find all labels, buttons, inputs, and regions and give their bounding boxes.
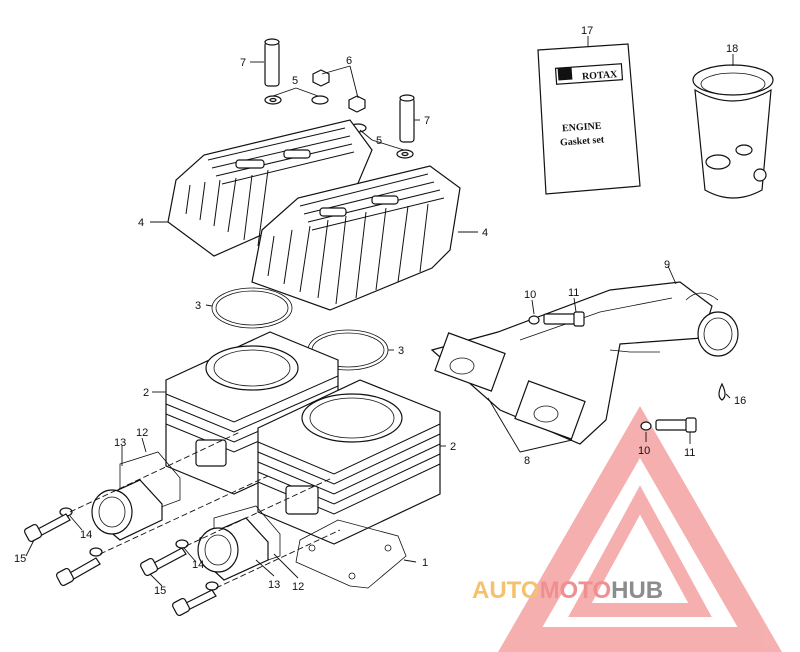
cylinder-right bbox=[257, 379, 441, 545]
callout-13a: 13 bbox=[114, 437, 126, 449]
sealant-drop bbox=[718, 382, 726, 401]
callout-labels: 1 2 2 3 3 4 4 5 5 6 7 7 8 9 10 10 11 11 … bbox=[14, 25, 746, 597]
callout-10a: 10 bbox=[524, 289, 536, 301]
callout-11a: 11 bbox=[568, 287, 579, 299]
watermark-logo-mark bbox=[498, 405, 782, 652]
callout-12a: 12 bbox=[136, 427, 148, 439]
callout-3a: 3 bbox=[195, 300, 201, 312]
callout-18: 18 bbox=[726, 43, 738, 55]
manifold-fasteners bbox=[528, 311, 697, 433]
intake-socket-left bbox=[91, 479, 163, 541]
watermark-moto: MOTO bbox=[540, 577, 612, 604]
callout-13b: 13 bbox=[268, 579, 280, 591]
callout-14b: 14 bbox=[192, 559, 204, 571]
gasket-set-book: ROTAX ENGINE Gasket set bbox=[537, 43, 641, 195]
intake-fasteners bbox=[23, 507, 219, 617]
callout-12b: 12 bbox=[292, 581, 304, 593]
callout-2a: 2 bbox=[143, 387, 149, 399]
callout-3b: 3 bbox=[398, 345, 404, 357]
callout-4b: 4 bbox=[482, 227, 488, 239]
base-gasket bbox=[295, 519, 407, 589]
exhaust-spring bbox=[685, 292, 719, 301]
callout-14a: 14 bbox=[80, 529, 92, 541]
callout-7b: 7 bbox=[424, 115, 430, 127]
callout-16: 16 bbox=[734, 395, 746, 407]
callout-5b: 5 bbox=[376, 135, 382, 147]
callout-5a: 5 bbox=[292, 75, 298, 87]
cylinder-head-right bbox=[251, 165, 461, 311]
watermark-wordmark: AUTOMOTOHUB bbox=[472, 577, 663, 604]
callout-7a: 7 bbox=[240, 57, 246, 69]
callout-17: 17 bbox=[581, 25, 593, 37]
leader-lines bbox=[25, 36, 734, 589]
intake-socket-right bbox=[197, 517, 269, 581]
book-brand: ROTAX bbox=[582, 69, 619, 82]
watermark-auto: AUTO bbox=[472, 577, 540, 604]
callout-9: 9 bbox=[664, 259, 670, 271]
svg-text:AUTOMOTOHUB: AUTOMOTOHUB bbox=[472, 577, 663, 604]
callout-2b: 2 bbox=[450, 441, 456, 453]
cylinder-head-left bbox=[167, 119, 373, 257]
exhaust-manifold bbox=[430, 281, 739, 445]
callout-15a: 15 bbox=[14, 553, 26, 565]
cylinder-liner bbox=[692, 64, 774, 199]
watermark-hub: HUB bbox=[611, 577, 663, 604]
callout-1: 1 bbox=[422, 557, 428, 569]
book-line2: Gasket set bbox=[560, 134, 605, 148]
callout-4a: 4 bbox=[138, 217, 144, 229]
callout-11b: 11 bbox=[684, 447, 695, 459]
callout-10b: 10 bbox=[638, 445, 650, 457]
spacer-sleeves bbox=[264, 38, 415, 143]
book-line1: ENGINE bbox=[562, 121, 602, 135]
callout-15b: 15 bbox=[154, 585, 166, 597]
callout-8: 8 bbox=[524, 455, 530, 467]
callout-6: 6 bbox=[346, 55, 352, 67]
